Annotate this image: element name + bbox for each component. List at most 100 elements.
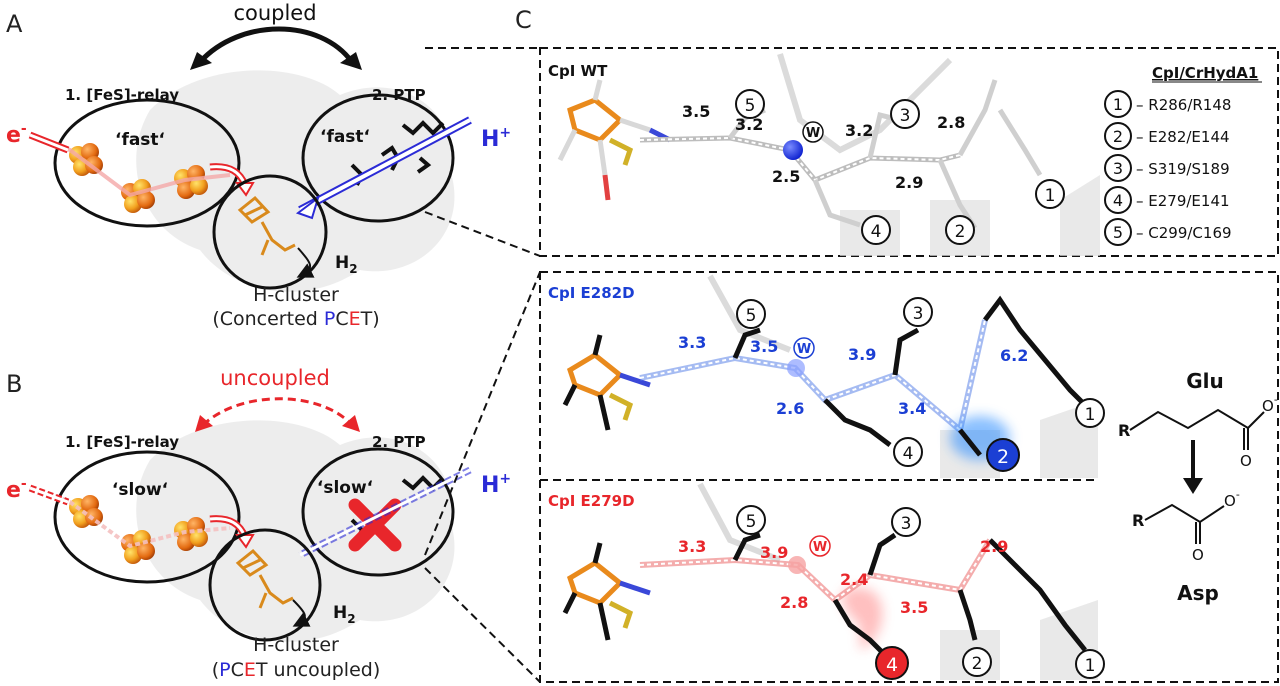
r-glu: R (1118, 421, 1130, 440)
e279d-dist: 3.9 (760, 543, 788, 562)
mutant-box (539, 271, 1279, 683)
mutation-scheme: Glu R O O- R O O- Asp (1118, 369, 1278, 605)
asp-label: Asp (1177, 581, 1219, 605)
wt-title: CpI WT (548, 62, 608, 80)
legend-item: 3 – S319/S189 (1104, 154, 1230, 182)
proton-label-b: H+ (481, 471, 511, 498)
residue-label: 2 (955, 222, 966, 242)
svg-text:3: 3 (1113, 159, 1123, 178)
svg-text:5: 5 (1113, 223, 1123, 242)
ptp-label-a: 2. PTP (372, 86, 426, 104)
panel-c-letter: C (515, 6, 532, 34)
residue-label: 3 (900, 106, 911, 126)
o-glu: O (1240, 452, 1252, 470)
glu-structure (1129, 408, 1265, 450)
uncoupled-arrow (201, 397, 354, 427)
panel-b: B uncoupled 1. [FeS]-relay 2. PTP ‘slow‘… (6, 366, 511, 681)
residue-legend: CpI/CrHydA1 1– R286/R148 2– E282/E144 3–… (1104, 64, 1262, 246)
e279d-dist: 3.5 (900, 598, 928, 617)
h2-label-a: H2 (335, 253, 358, 276)
zoom-connectors (424, 47, 541, 683)
coupling-label-b: uncoupled (220, 366, 330, 390)
h-cluster-circle-b (208, 528, 322, 642)
svg-text:4: 4 (1113, 191, 1123, 210)
relay-speed-a: ‘fast‘ (115, 130, 165, 150)
glu-label: Glu (1186, 369, 1224, 393)
svg-text:– R286/R148: – R286/R148 (1136, 96, 1231, 114)
electron-label-a: e- (6, 121, 27, 148)
h-cluster-sub-b: (PCET uncoupled) (212, 659, 381, 681)
legend-item: 5 – C299/C169 (1104, 218, 1232, 246)
e282d-dist: 3.4 (898, 399, 926, 418)
water-label: W (813, 540, 827, 555)
panel-a: A coupled 1. [FeS]-relay 2. PTP ‘fast‘ e… (6, 1, 511, 330)
ptp-ellipse-a (301, 93, 455, 223)
ptp-speed-a: ‘fast‘ (320, 127, 370, 147)
residue-label: 1 (1085, 405, 1096, 425)
e282d-dist: 2.6 (776, 399, 804, 418)
relay-ellipse-b (53, 450, 241, 584)
residue-label: 5 (746, 306, 757, 326)
e279d-dist: 2.4 (840, 570, 868, 589)
o-asp-minus: O- (1224, 488, 1240, 510)
svg-text:1: 1 (1113, 95, 1123, 114)
wt-dist: 2.9 (895, 173, 923, 192)
svg-text:2: 2 (1113, 127, 1123, 146)
residue-label: 2 (972, 654, 983, 674)
residue-label: 3 (901, 514, 912, 534)
svg-text:– E282/E144: – E282/E144 (1136, 128, 1230, 146)
e279d-dist: 2.8 (780, 593, 808, 612)
residue-label: 3 (913, 304, 924, 324)
h-cluster-icon (237, 195, 296, 256)
e282d-dist: 6.2 (1000, 346, 1028, 365)
e279d-dist: 3.3 (678, 537, 706, 556)
h-cluster-sub-a: (Concerted PCET) (212, 308, 379, 330)
wt-dist: 3.2 (845, 121, 873, 140)
h-cluster-circle-a (212, 174, 328, 290)
residue-label: 1 (1045, 186, 1056, 206)
coupled-arrow (198, 26, 355, 64)
wt-dist: 3.5 (682, 102, 710, 121)
wt-box (539, 47, 1279, 257)
ptp-speed-b: ‘slow‘ (317, 478, 373, 498)
wt-dist: 2.8 (937, 113, 965, 132)
svg-text:– S319/S189: – S319/S189 (1136, 160, 1230, 178)
asp-structure (1144, 503, 1225, 544)
e282d-title: CpI E282D (548, 284, 635, 302)
relay-ellipse-a (53, 98, 241, 228)
relay-speed-b: ‘slow‘ (112, 480, 168, 500)
svg-text:– E279/E141: – E279/E141 (1136, 192, 1230, 210)
residue-label-mutated: 2 (997, 446, 1009, 468)
panel-c: C CpI WT 3.5 (515, 6, 1279, 683)
e282d-dist: 3.3 (678, 333, 706, 352)
ptp-label-b: 2. PTP (372, 433, 426, 451)
legend-item: 2 – E282/E144 (1104, 122, 1230, 150)
residue-label: 4 (871, 222, 882, 242)
electron-label-b: e- (6, 476, 27, 503)
water-label: W (797, 342, 811, 357)
wt-dist: 2.5 (772, 167, 800, 186)
residue-label: 1 (1085, 656, 1096, 676)
residue-label: 5 (745, 96, 756, 116)
residue-label: 5 (746, 512, 757, 532)
water-sphere (783, 140, 803, 160)
fes-cluster-icon (69, 495, 208, 564)
wt-dist: 3.2 (735, 115, 763, 134)
h-cluster-title-b: H-cluster (253, 634, 339, 656)
e279d-dist: 2.9 (980, 537, 1008, 556)
o-asp: O (1192, 546, 1204, 564)
e282d-dist: 3.5 (750, 337, 778, 356)
legend-item: 1 – R286/R148 (1104, 90, 1231, 118)
proton-label-a: H+ (481, 125, 511, 152)
r-asp: R (1132, 511, 1144, 530)
h-cluster-icon (235, 548, 294, 609)
panel-b-letter: B (6, 370, 22, 398)
ptp-ellipse-b (301, 447, 455, 577)
svg-text:– C299/C169: – C299/C169 (1136, 224, 1232, 242)
e279d-title: CpI E279D (548, 492, 635, 510)
o-glu-minus: O- (1262, 393, 1278, 415)
legend-item: 4 – E279/E141 (1104, 186, 1230, 214)
relay-label-b: 1. [FeS]-relay (65, 433, 179, 451)
water-label: W (806, 126, 820, 141)
